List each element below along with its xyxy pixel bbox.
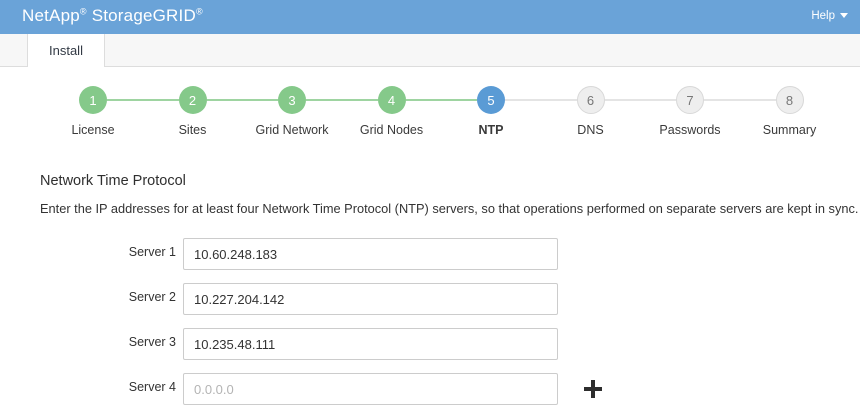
ntp-server-label: Server 3 — [128, 335, 176, 349]
brand-name-netapp: NetApp — [22, 6, 80, 25]
help-menu-button[interactable]: Help — [811, 10, 848, 22]
step-label: Passwords — [659, 123, 721, 137]
ntp-server-input-2[interactable] — [183, 283, 558, 315]
ntp-servers-form: Server 1 Server 2 Server 3 Server 4 — [0, 232, 860, 412]
app-banner: NetApp® StorageGRID® Help — [0, 0, 860, 34]
ntp-server-label: Server 4 — [128, 380, 176, 394]
tab-install[interactable]: Install — [27, 34, 105, 67]
add-server-button[interactable] — [583, 379, 603, 399]
ntp-server-label: Server 2 — [128, 290, 176, 304]
chevron-down-icon — [840, 13, 848, 19]
step-label: Grid Nodes — [359, 123, 424, 137]
step-circle: 1 — [79, 86, 107, 114]
ntp-server-input-3[interactable] — [183, 328, 558, 360]
brand-logo: NetApp® StorageGRID® — [22, 6, 203, 26]
ntp-server-label: Server 1 — [128, 245, 176, 259]
step-connector — [306, 99, 378, 101]
step-connector — [704, 99, 776, 101]
step-label: DNS — [577, 123, 604, 137]
step-circle: 6 — [576, 86, 605, 114]
ntp-server-input-4[interactable] — [183, 373, 558, 405]
step-circle: 4 — [377, 86, 406, 114]
registered-mark-icon: ® — [79, 6, 87, 17]
step-circle: 7 — [676, 86, 704, 114]
step-circle: 8 — [775, 86, 804, 114]
ntp-server-row: Server 2 — [0, 277, 860, 322]
page-title: Network Time Protocol — [40, 173, 186, 189]
step-label: Grid Network — [255, 123, 329, 137]
ntp-server-row: Server 1 — [0, 232, 860, 277]
step-connector — [405, 99, 477, 101]
tab-bar: Install — [0, 34, 860, 67]
ntp-server-row: Server 3 — [0, 322, 860, 367]
step-label: NTP — [478, 123, 504, 137]
step-connector — [505, 99, 577, 101]
brand-name-storagegrid: StorageGRID — [91, 6, 196, 25]
registered-mark-icon: ® — [195, 6, 203, 17]
step-label: License — [71, 123, 115, 137]
help-menu-label: Help — [811, 10, 835, 22]
ntp-server-row: Server 4 — [0, 367, 860, 412]
ntp-server-input-1[interactable] — [183, 238, 558, 270]
step-label: Sites — [178, 123, 207, 137]
step-label: Summary — [762, 123, 817, 137]
page-description: Enter the IP addresses for at least four… — [40, 201, 859, 216]
step-connector — [604, 99, 676, 101]
step-circle: 2 — [178, 86, 207, 114]
step-connector — [206, 99, 278, 101]
step-connector — [107, 99, 179, 101]
tab-install-label: Install — [49, 43, 83, 58]
step-circle: 5 — [477, 86, 505, 114]
step-circle: 3 — [278, 86, 306, 114]
